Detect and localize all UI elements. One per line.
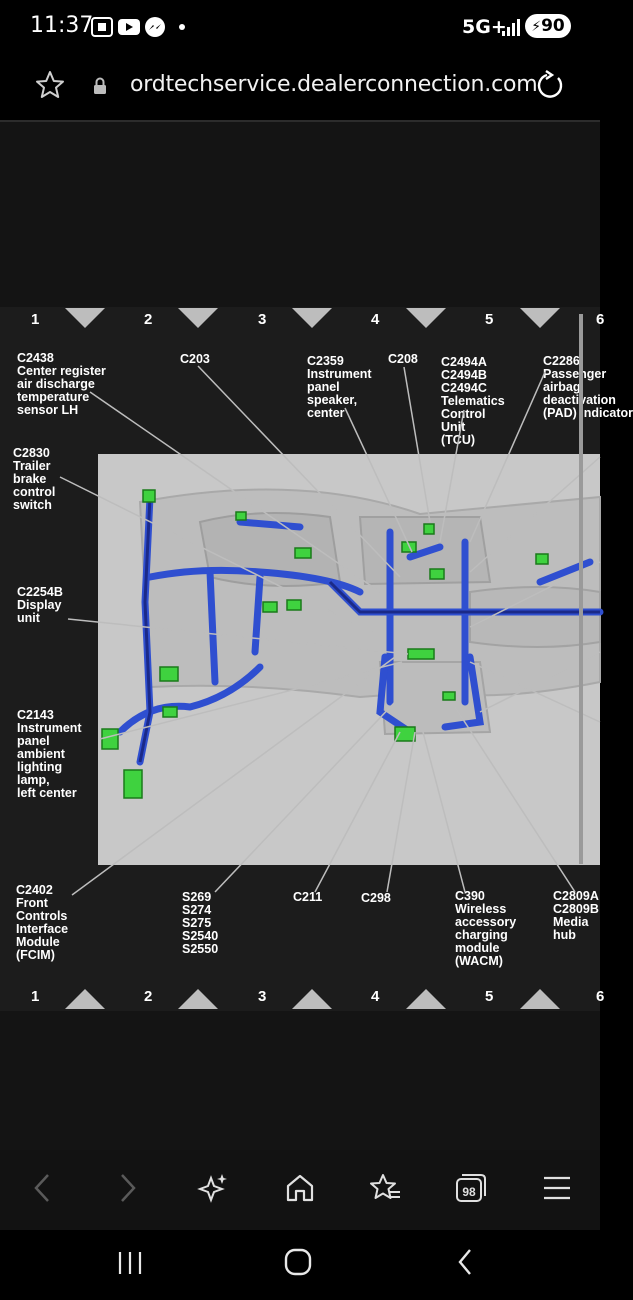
bottom-ruler: 1 2 3 4 5 6 xyxy=(0,986,604,1008)
ruler-col-6: 6 xyxy=(596,988,605,1005)
ruler-col-1: 1 xyxy=(31,311,40,328)
label-c2254b: C2254B Display unit xyxy=(17,585,63,625)
label-c211: C211 xyxy=(293,890,323,904)
ruler-col-5: 5 xyxy=(485,988,494,1005)
bottom-ruler-markers xyxy=(65,989,560,1009)
label-c390: C390 Wireless accessory charging module … xyxy=(455,889,517,968)
top-ruler-markers xyxy=(65,308,560,328)
ruler-col-3: 3 xyxy=(258,988,267,1005)
label-c2402: C2402 Front Controls Interface Module (F… xyxy=(16,883,69,962)
reload-icon[interactable] xyxy=(534,69,566,101)
battery-level: 90 xyxy=(541,16,565,36)
clock: 11:37 xyxy=(30,13,94,38)
bookmarks-icon[interactable] xyxy=(368,1172,402,1204)
notification-icons xyxy=(91,17,185,37)
ruler-col-3: 3 xyxy=(258,311,267,328)
home-button-icon[interactable] xyxy=(282,1246,314,1278)
label-c2143: C2143 Instrument panel ambient lighting … xyxy=(17,708,82,800)
system-navigation-bar xyxy=(0,1230,600,1300)
label-c2359: C2359 Instrument panel speaker, center xyxy=(307,354,372,420)
ruler-col-4: 4 xyxy=(371,988,380,1005)
menu-icon[interactable] xyxy=(542,1174,572,1202)
tab-count: 98 xyxy=(462,1185,476,1199)
label-c2830: C2830 Trailer brake control switch xyxy=(13,446,56,512)
network-type: 5G+ xyxy=(462,16,507,38)
charging-bolt-icon: ⚡ xyxy=(531,19,542,35)
lock-icon xyxy=(94,77,106,94)
top-ruler: 1 2 3 4 5 6 xyxy=(0,309,604,331)
label-c2438: C2438 Center register air discharge temp… xyxy=(17,351,106,417)
battery-indicator: ⚡90 xyxy=(525,14,571,38)
ruler-col-5: 5 xyxy=(485,311,494,328)
back-arrow-icon[interactable] xyxy=(28,1172,56,1204)
status-bar: 11:37 5G+ ⚡90 xyxy=(0,0,600,52)
sparkle-icon[interactable] xyxy=(197,1172,230,1204)
label-c298: C298 xyxy=(361,891,391,905)
recent-apps-icon[interactable] xyxy=(116,1248,144,1278)
home-icon[interactable] xyxy=(284,1172,316,1204)
label-c208: C208 xyxy=(388,352,418,366)
ruler-col-4: 4 xyxy=(371,311,380,328)
web-page[interactable]: 1 2 3 4 5 6 C2438 Center register air di… xyxy=(0,122,633,1150)
tabs-icon[interactable]: 98 xyxy=(454,1172,488,1204)
label-splices: S269 S274 S275 S2540 S2550 xyxy=(182,890,219,956)
harness-illustration xyxy=(59,314,604,896)
browser-toolbar: 98 xyxy=(0,1150,600,1230)
ruler-col-6: 6 xyxy=(596,311,605,328)
signal-icon xyxy=(502,19,520,36)
label-c2809: C2809A C2809B Media hub xyxy=(553,889,599,942)
label-c203: C203 xyxy=(180,352,210,366)
system-back-icon[interactable] xyxy=(452,1246,478,1278)
ruler-col-2: 2 xyxy=(144,311,153,328)
bookmark-star-icon[interactable] xyxy=(34,69,66,101)
url-text[interactable]: ordtechservice.dealerconnection.com xyxy=(130,72,538,97)
ruler-col-1: 1 xyxy=(31,988,40,1005)
forward-arrow-icon[interactable] xyxy=(114,1172,142,1204)
ruler-col-2: 2 xyxy=(144,988,153,1005)
address-bar: ordtechservice.dealerconnection.com xyxy=(0,52,600,122)
